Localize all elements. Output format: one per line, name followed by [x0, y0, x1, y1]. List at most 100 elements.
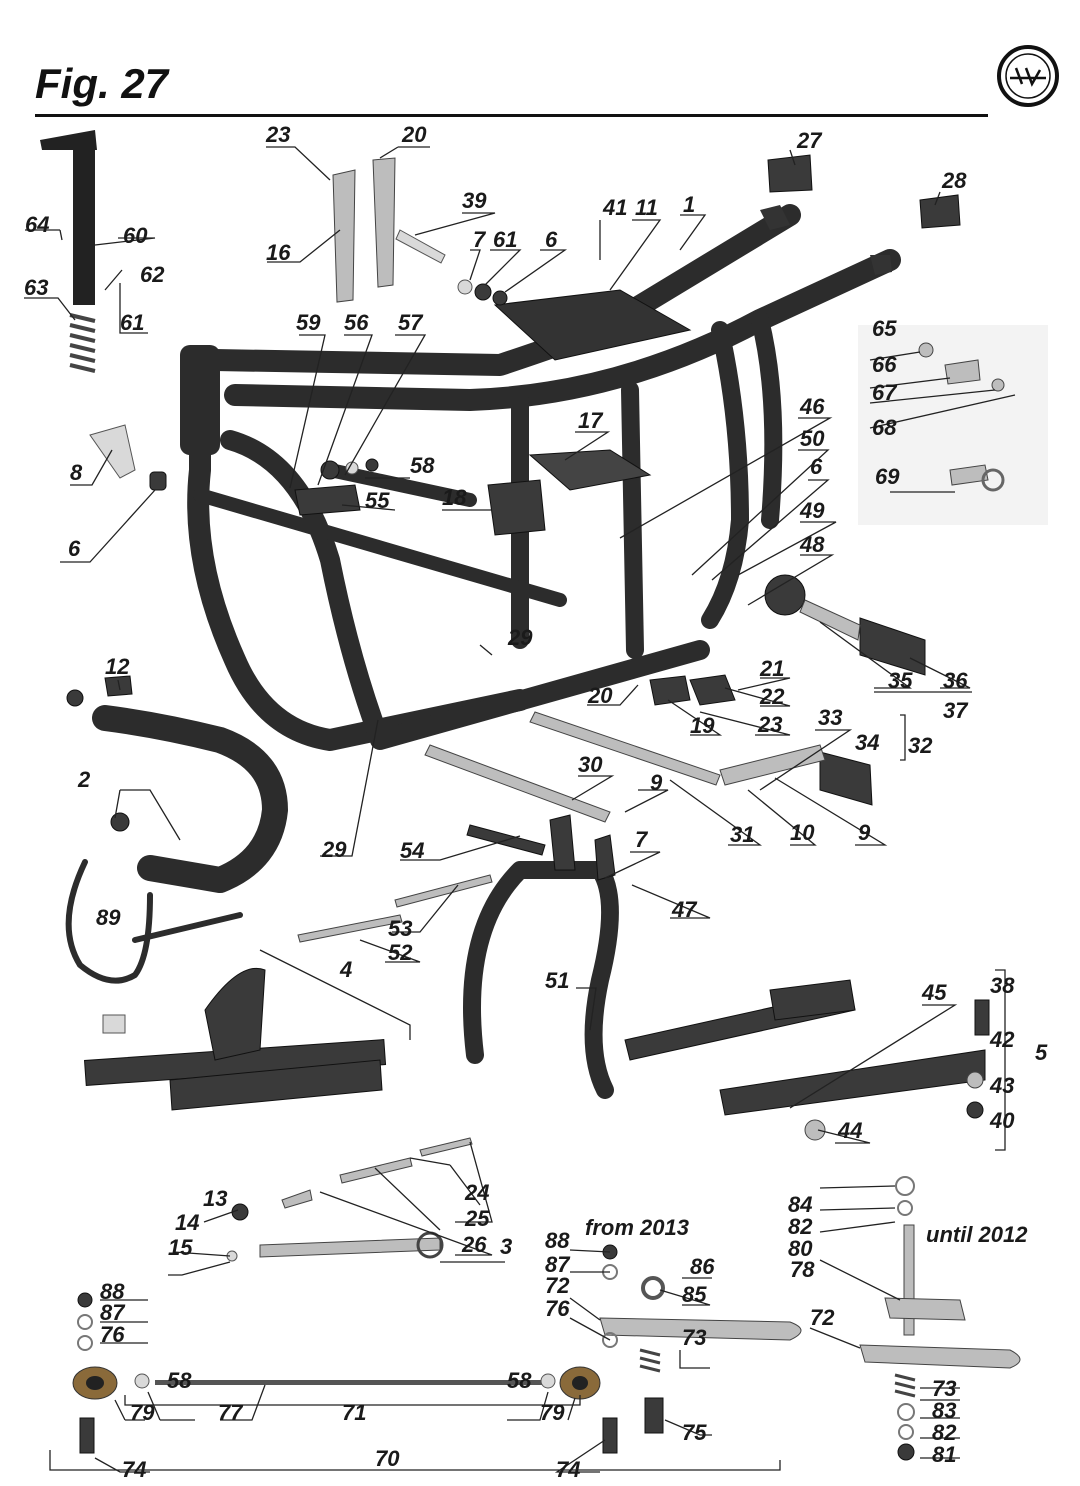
- callout-label: 41: [602, 195, 627, 220]
- callout-label: 22: [759, 684, 785, 709]
- callout-label: 80: [788, 1236, 813, 1261]
- callout-label: 61: [493, 227, 517, 252]
- callout-label: 32: [908, 733, 933, 758]
- callout-label: 46: [799, 394, 825, 419]
- callout-label: 64: [25, 212, 49, 237]
- callout-label: 10: [790, 820, 815, 845]
- callout-label: 63: [24, 275, 48, 300]
- note-from-2013: from 2013: [585, 1215, 689, 1240]
- callout-label: 12: [105, 654, 130, 679]
- callout-label: 77: [218, 1400, 244, 1425]
- callout-label: 38: [990, 973, 1015, 998]
- callout-label: 6: [810, 454, 823, 479]
- callout-label: 18: [442, 485, 467, 510]
- callout-label: 76: [545, 1296, 570, 1321]
- callout-label: 82: [788, 1214, 813, 1239]
- callout-label: 86: [690, 1254, 715, 1279]
- title-rule: [35, 114, 988, 117]
- callout-label: 3: [500, 1234, 512, 1259]
- callout-label: 36: [943, 668, 968, 693]
- callout-label: 70: [375, 1446, 400, 1471]
- callout-label: 7: [473, 227, 487, 252]
- callout-label: 81: [932, 1442, 956, 1467]
- callout-label: 53: [388, 916, 412, 941]
- callout-label: 87: [100, 1300, 126, 1325]
- callout-label: 14: [175, 1210, 199, 1235]
- callout-label: 56: [344, 310, 369, 335]
- callout-label: 51: [545, 968, 569, 993]
- callout-label: 73: [932, 1376, 956, 1401]
- callout-label: 58: [167, 1368, 192, 1393]
- callout-label: 42: [989, 1027, 1015, 1052]
- callout-label: 2: [77, 767, 91, 792]
- callout-label: 78: [790, 1257, 815, 1282]
- callout-label: 59: [296, 310, 321, 335]
- callout-label: 45: [921, 980, 947, 1005]
- callout-label: 6: [545, 227, 558, 252]
- callout-labels: 1 2 3 4 5 6 6 6 7 7 8 9 9 10 11 12 13 14…: [24, 122, 1048, 1482]
- callout-label: 54: [400, 838, 424, 863]
- callout-label: 35: [888, 668, 913, 693]
- callout-label: 1: [683, 192, 695, 217]
- callout-label: 29: [321, 837, 347, 862]
- callout-label: 68: [872, 415, 897, 440]
- callout-label: 48: [799, 532, 825, 557]
- figure-title: Fig. 27: [35, 60, 169, 107]
- callout-label: 89: [96, 905, 121, 930]
- callout-label: 19: [690, 713, 715, 738]
- callout-label: 50: [800, 426, 825, 451]
- callout-label: 58: [507, 1368, 532, 1393]
- callout-label: 75: [682, 1420, 707, 1445]
- callout-label: 5: [1035, 1040, 1048, 1065]
- callout-label: 30: [578, 752, 603, 777]
- callout-label: 15: [168, 1235, 193, 1260]
- callout-label: 72: [545, 1273, 570, 1298]
- callout-label: 47: [671, 897, 698, 922]
- callout-label: 71: [342, 1400, 366, 1425]
- callout-label: 23: [265, 122, 290, 147]
- callout-label: 8: [70, 460, 83, 485]
- callout-label: 69: [875, 464, 900, 489]
- callout-label: 66: [872, 352, 897, 377]
- callout-label: 65: [872, 316, 897, 341]
- callout-label: 6: [68, 536, 81, 561]
- frame-part: [180, 204, 901, 751]
- callout-label: 16: [266, 240, 291, 265]
- callout-label: 84: [788, 1192, 812, 1217]
- callout-label: 21: [759, 656, 784, 681]
- callout-label: 87: [545, 1252, 571, 1277]
- callout-label: 11: [635, 195, 658, 220]
- callout-label: 55: [365, 488, 390, 513]
- callout-label: 28: [941, 168, 967, 193]
- callout-label: 79: [130, 1400, 155, 1425]
- callout-label: 74: [122, 1457, 146, 1482]
- callout-label: 62: [140, 262, 165, 287]
- callout-label: 26: [461, 1232, 487, 1257]
- callout-label: 52: [388, 940, 413, 965]
- callout-label: 9: [858, 820, 871, 845]
- note-until-2012: until 2012: [926, 1222, 1028, 1247]
- callout-label: 27: [796, 128, 823, 153]
- callout-label: 34: [855, 730, 879, 755]
- callout-label: 44: [837, 1118, 862, 1143]
- callout-label: 57: [398, 310, 424, 335]
- parts-drawing: [40, 130, 1048, 1461]
- callout-label: 40: [989, 1108, 1015, 1133]
- callout-label: 31: [730, 822, 754, 847]
- callout-label: 20: [401, 122, 427, 147]
- leader-lines: [24, 146, 1016, 1473]
- callout-label: 67: [872, 380, 898, 405]
- callout-label: 60: [123, 223, 148, 248]
- callout-label: 88: [545, 1228, 570, 1253]
- callout-label: 39: [462, 188, 487, 213]
- callout-label: 74: [556, 1457, 580, 1482]
- callout-label: 33: [818, 705, 842, 730]
- callout-label: 7: [635, 827, 649, 852]
- brand-logo-icon: [997, 45, 1059, 107]
- callout-label: 85: [682, 1282, 707, 1307]
- callout-label: 20: [587, 683, 613, 708]
- callout-label: 4: [339, 957, 352, 982]
- callout-label: 9: [650, 770, 663, 795]
- callout-label: 58: [410, 453, 435, 478]
